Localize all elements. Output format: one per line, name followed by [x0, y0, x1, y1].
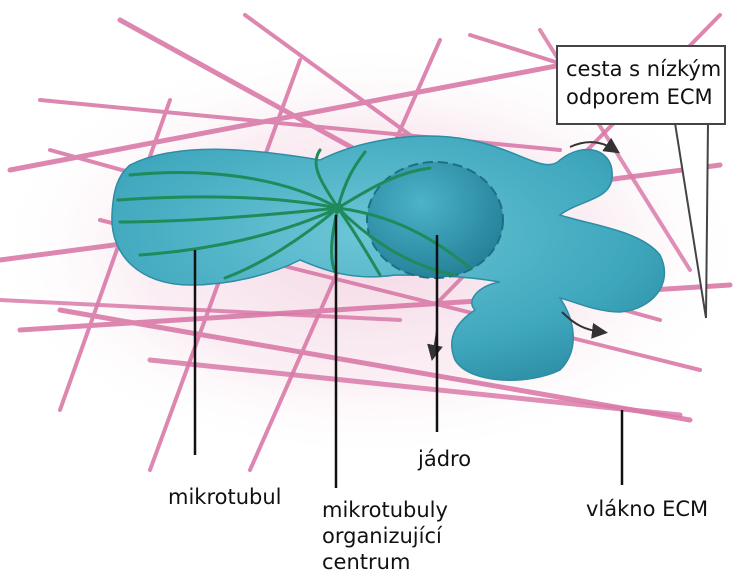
label-ecm-fiber: vlákno ECM — [586, 496, 708, 522]
callout-low-resistance-path: cesta s nízkým odporem ECM — [556, 45, 726, 125]
label-mtoc-line-1: mikrotubuly — [322, 497, 448, 523]
label-mtoc: mikrotubuly organizující centrum — [322, 497, 448, 575]
label-mtoc-line-3: centrum — [322, 549, 448, 575]
label-nucleus: jádro — [418, 446, 471, 472]
callout-line-1: cesta s nízkým — [566, 55, 724, 83]
mtoc-dot — [333, 203, 343, 213]
label-mtoc-line-2: organizující — [322, 523, 448, 549]
label-microtubule: mikrotubul — [168, 484, 282, 510]
callout-line-2: odporem ECM — [566, 83, 724, 111]
